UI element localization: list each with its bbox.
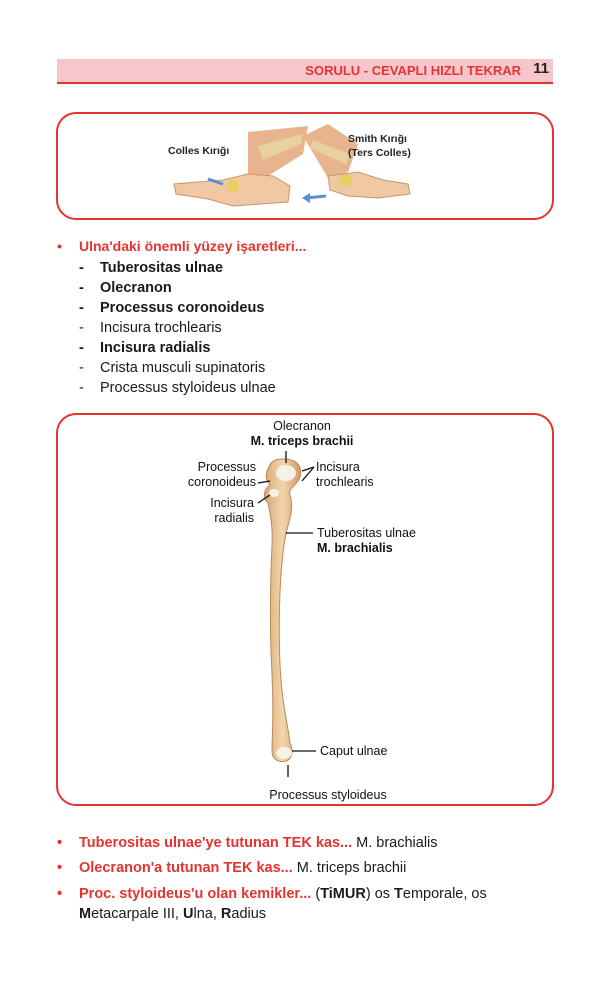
colles-arm-drawing — [173, 126, 308, 207]
label-radial-1: Incisura — [210, 496, 254, 510]
smith-label-line1: Smith Kırığı — [348, 133, 407, 145]
fact-styloid: •Proc. styloideus'u olan kemikler... (Ti… — [57, 886, 487, 922]
leader-lines — [257, 451, 316, 777]
label-trochlear-1: Incisura — [316, 460, 360, 474]
list-item: -Processus styloideus ulnae — [79, 380, 276, 396]
label-coronoid-2: coronoideus — [188, 475, 256, 489]
bullet-icon: • — [57, 238, 62, 254]
label-styloid: Processus styloideus — [269, 788, 386, 802]
ulna-illustration: Olecranon M. triceps brachii Processus c… — [188, 419, 416, 802]
bullet-icon: • — [57, 860, 63, 876]
list-item: -Tuberositas ulnae — [79, 260, 224, 276]
list-item: -Incisura radialis — [79, 340, 211, 356]
label-coronoid-1: Processus — [198, 460, 256, 474]
label-trochlear-2: trochlearis — [316, 475, 374, 489]
ulna-bone — [263, 458, 302, 762]
list-item: -Olecranon — [79, 280, 172, 296]
smith-label-line2: (Ters Colles) — [348, 147, 411, 159]
label-tuberositas: Tuberositas ulnae — [317, 526, 416, 540]
colles-label: Colles Kırığı — [168, 145, 229, 157]
header-title: SORULU - CEVAPLI HIZLI TEKRAR — [305, 63, 521, 78]
ulna-figure-box: Olecranon M. triceps brachii Processus c… — [56, 413, 554, 806]
fracture-figure-box: Colles Kırığı Smith Kırığı (Ters Colles) — [56, 112, 554, 220]
caput-surface — [276, 747, 292, 759]
page-number: 11 — [533, 60, 549, 77]
bullet-icon: • — [57, 835, 63, 851]
radial-notch-surface — [269, 489, 279, 497]
list-item: -Processus coronoideus — [79, 300, 265, 316]
surface-markings-list: -Tuberositas ulnae -Olecranon -Processus… — [79, 258, 276, 398]
page-header: SORULU - CEVAPLI HIZLI TEKRAR 11 — [57, 59, 553, 84]
label-brachialis: M. brachialis — [317, 541, 393, 555]
label-olecranon: Olecranon — [273, 419, 331, 433]
label-radial-2: radialis — [214, 511, 254, 525]
trochlear-surface — [276, 465, 296, 481]
list-item: -Incisura trochlearis — [79, 320, 222, 336]
surface-markings-heading: •Ulna'daki önemli yüzey işaretleri... — [57, 238, 307, 254]
fact-brachialis: •Tuberositas ulnae'ye tutunan TEK kas...… — [57, 835, 438, 851]
bullet-icon: • — [57, 886, 63, 902]
fact-triceps: •Olecranon'a tutunan TEK kas... M. trice… — [57, 860, 407, 876]
smith-arm-drawing — [302, 124, 411, 203]
label-caput: Caput ulnae — [320, 744, 387, 758]
fracture-illustration: Colles Kırığı Smith Kırığı (Ters Colles) — [168, 124, 411, 207]
label-triceps: M. triceps brachii — [251, 434, 354, 448]
list-item: -Crista musculi supinatoris — [79, 360, 266, 376]
